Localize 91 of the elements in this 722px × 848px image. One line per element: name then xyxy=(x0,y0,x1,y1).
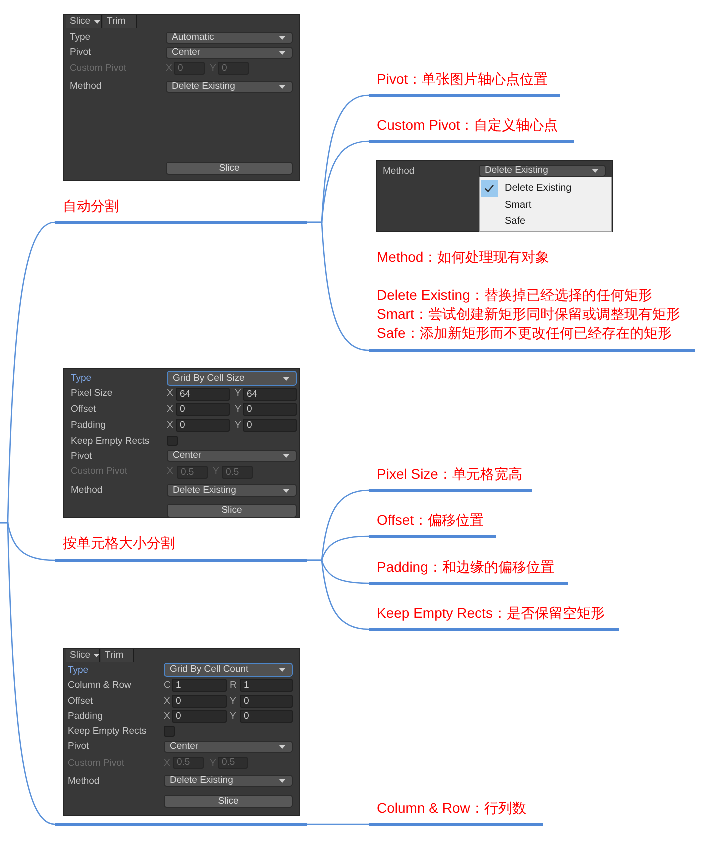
axis-letter: X xyxy=(167,404,174,416)
input-field: 0.5 xyxy=(222,466,253,479)
editor-panel xyxy=(63,14,300,181)
menu-item: Smart xyxy=(505,200,533,212)
input-field: 0 xyxy=(174,62,205,75)
field-label: Padding xyxy=(71,420,107,432)
topic-text: 按单元格大小分割 xyxy=(63,534,175,553)
editor-panel xyxy=(63,368,300,518)
axis-letter: Y xyxy=(230,696,238,708)
input-field: 64 xyxy=(176,388,230,401)
dropdown: Center xyxy=(164,741,293,753)
topic: Pivot：单张图片轴心点位置 xyxy=(369,68,560,97)
topic-text: Method：如何处理现有对象 xyxy=(377,248,550,267)
dropdown: Delete Existing xyxy=(164,775,293,787)
input-field: 1 xyxy=(172,679,227,692)
field-label: Method xyxy=(383,166,416,178)
field-label: Offset xyxy=(68,696,94,708)
input-field: 0 xyxy=(240,695,293,708)
dropdown: Automatic xyxy=(166,32,293,44)
axis-letter: X xyxy=(164,711,172,723)
tab: Trim xyxy=(101,649,134,662)
topic: Column & Row：行列数 xyxy=(369,797,543,826)
topic-text: Smart：尝试创建新矩形同时保留或调整现有矩形 xyxy=(377,304,680,324)
action-button: Slice xyxy=(167,504,297,518)
branch-line xyxy=(307,560,370,630)
topic xyxy=(55,12,307,224)
input-field: 0.5 xyxy=(173,757,204,769)
field-label: Offset xyxy=(71,404,98,416)
tab: Slice xyxy=(66,649,100,662)
field-label: Pivot xyxy=(70,47,92,59)
axis-letter: X xyxy=(164,696,172,708)
action-button: Slice xyxy=(164,795,293,808)
dropdown: Grid By Cell Size xyxy=(167,371,297,386)
branch-line xyxy=(0,522,56,826)
input-field: 1 xyxy=(240,679,293,692)
input-field: 0 xyxy=(218,62,249,75)
input-field: 0 xyxy=(176,419,230,432)
input-field: 0 xyxy=(243,403,297,416)
axis-letter: R xyxy=(230,680,238,692)
field-label: Type xyxy=(68,665,90,677)
axis-letter: Y xyxy=(235,420,242,432)
topic: Custom Pivot：自定义轴心点 xyxy=(369,114,574,143)
field-label: Type xyxy=(71,373,93,385)
input-field: 0 xyxy=(243,419,297,432)
topic xyxy=(55,366,307,562)
topic: Padding：和边缘的偏移位置 xyxy=(369,556,568,585)
editor-panel xyxy=(376,160,613,232)
menu-item: Safe xyxy=(505,216,527,228)
dropdown: Center xyxy=(166,47,293,59)
topic-text: Delete Existing：替换掉已经选择的任何矩形 xyxy=(377,286,652,304)
input-field: 0 xyxy=(172,695,227,708)
field-label: Method xyxy=(71,485,104,497)
topic: Pixel Size：单元格宽高 xyxy=(369,463,532,492)
field-label: Padding xyxy=(68,711,104,723)
input-field: 0 xyxy=(176,403,230,416)
input-field: 0 xyxy=(240,710,293,723)
field-label: Pixel Size xyxy=(71,388,114,400)
input-field: 0.5 xyxy=(177,466,208,479)
field-label: Method xyxy=(70,81,103,93)
topic xyxy=(369,158,695,352)
dropdown: Delete Existing xyxy=(167,484,297,497)
field-label: Type xyxy=(70,32,92,44)
branch-line xyxy=(307,222,370,352)
topic: Keep Empty Rects：是否保留空矩形 xyxy=(369,602,619,631)
dropdown: Delete Existing xyxy=(166,81,293,93)
field-label: Column & Row xyxy=(68,680,132,692)
field-label: Keep Empty Rects xyxy=(71,436,151,448)
branch-line xyxy=(307,824,369,826)
field-label: Pivot xyxy=(71,451,94,463)
axis-letter: Y xyxy=(235,404,242,416)
dropdown: Center xyxy=(167,450,297,462)
topic: Offset：偏移位置 xyxy=(369,509,496,538)
axis-letter: Y xyxy=(230,711,238,723)
axis-letter: X xyxy=(167,388,174,400)
axis-letter: Y xyxy=(235,388,242,400)
dropdown: Delete Existing xyxy=(479,165,606,177)
input-field: 0 xyxy=(172,710,227,723)
topic-text: Safe：添加新矩形而不更改任何已经存在的矩形 xyxy=(377,324,672,342)
axis-letter: C xyxy=(164,680,172,692)
field-label: Keep Empty Rects xyxy=(68,726,148,738)
dropdown: Grid By Cell Count xyxy=(164,663,293,677)
field-label: Method xyxy=(68,776,101,788)
topic-text: 自动分割 xyxy=(63,197,119,216)
tab: Slice xyxy=(66,15,102,28)
tab: Trim xyxy=(103,15,137,28)
input-field: 64 xyxy=(243,388,297,401)
input-field: 0.5 xyxy=(218,757,248,769)
field-label: Pivot xyxy=(68,741,90,753)
action-button: Slice xyxy=(166,162,293,175)
menu-item: Delete Existing xyxy=(505,183,573,195)
axis-letter: X xyxy=(167,420,174,432)
